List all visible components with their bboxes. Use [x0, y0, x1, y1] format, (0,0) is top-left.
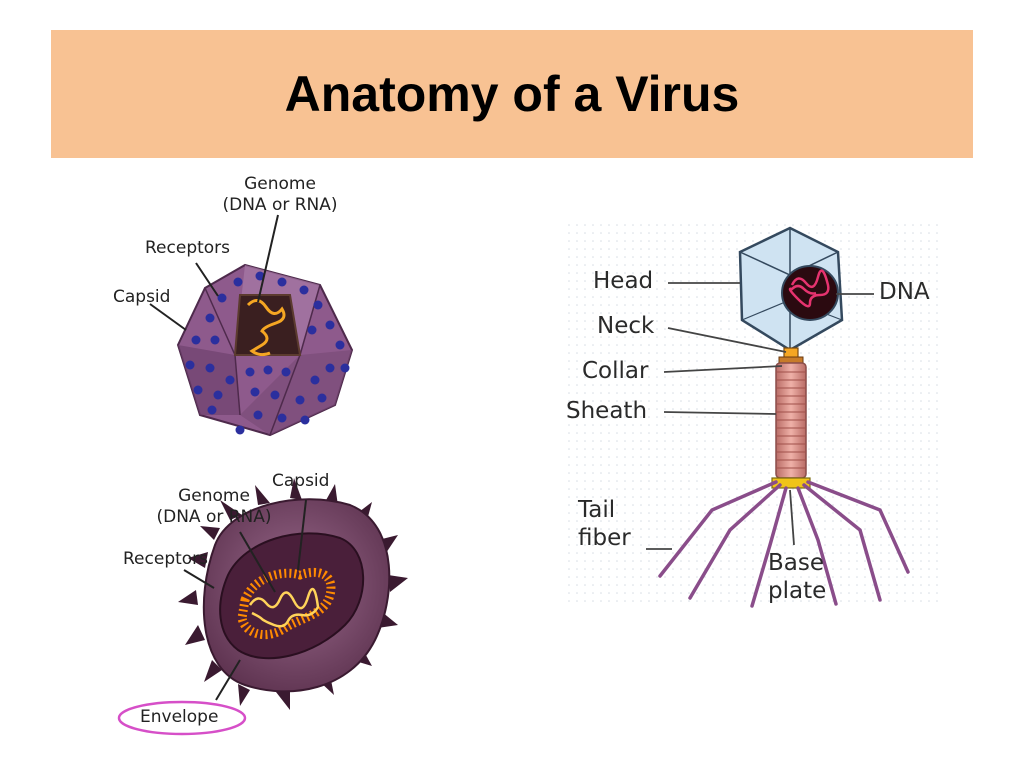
sheath-rings — [776, 371, 806, 469]
env-genome-label: Genome (DNA or RNA) — [152, 486, 276, 528]
capsid-ring — [237, 567, 336, 640]
icosahedral-virus — [149, 214, 354, 437]
phage-base-plate-line1: Base — [768, 550, 825, 576]
slide-title: Anatomy of a Virus — [284, 66, 740, 122]
phage-collar — [778, 356, 804, 364]
genome-coil — [248, 587, 320, 628]
env-envelope-label: Envelope — [140, 707, 219, 727]
title-banner: Anatomy of a Virus — [51, 30, 973, 158]
env-receptors-label: Receptors — [123, 549, 209, 569]
ico-genome-label: Genome (DNA or RNA) — [222, 174, 338, 216]
env-genome-label-line1: Genome — [178, 486, 250, 506]
enveloped-virus — [117, 478, 408, 736]
bacteriophage — [566, 222, 944, 608]
phage-neck-label: Neck — [597, 313, 655, 339]
envelope-highlight — [117, 700, 247, 736]
ico-genome-label-line2: (DNA or RNA) — [222, 195, 338, 215]
receptors — [185, 271, 350, 435]
phage-sheath-label: Sheath — [566, 398, 648, 424]
env-genome-label-line2: (DNA or RNA) — [156, 507, 272, 527]
phage-dna-coil — [788, 269, 830, 308]
phage-dna-label: DNA — [879, 279, 930, 305]
capsid-face-right — [240, 350, 352, 435]
phage-base-plate-label: Base plate — [768, 549, 826, 605]
phage-tail-fiber-label: Tail fiber — [578, 496, 631, 552]
ico-receptors-label: Receptors — [145, 238, 231, 258]
phage-tail-fiber-line1: Tail — [578, 497, 616, 523]
ico-genome-label-line1: Genome — [244, 174, 316, 194]
phage-head-label: Head — [593, 268, 654, 294]
phage-base-plate-line2: plate — [768, 578, 827, 604]
phage-collar-label: Collar — [582, 358, 649, 384]
phage-tail-fibers — [658, 480, 910, 608]
phage-tail-fiber-line2: fiber — [578, 525, 631, 551]
phage-leader-lines — [646, 282, 874, 550]
genome-strand — [246, 299, 286, 357]
env-capsid-label: Capsid — [272, 471, 330, 491]
ico-capsid-label: Capsid — [113, 287, 171, 307]
